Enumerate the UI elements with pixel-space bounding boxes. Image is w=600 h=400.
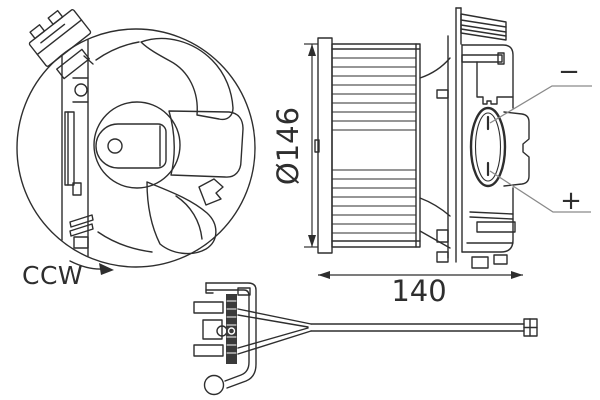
blower-wheel — [314, 37, 421, 254]
wheel-drum — [331, 43, 421, 248]
dimension-width — [318, 271, 523, 279]
positive-terminal-label: + — [560, 186, 582, 216]
electrical-connector — [28, 9, 94, 80]
impeller-hub — [93, 101, 181, 189]
wire-end-cap — [523, 318, 538, 337]
negative-terminal-label: − — [558, 57, 580, 87]
ccw-label: CCW — [22, 261, 83, 290]
diameter-label: Ø146 — [271, 107, 305, 185]
negative-leader-line — [489, 85, 592, 124]
impeller-blades — [95, 37, 244, 255]
bottom-view — [193, 282, 538, 396]
side-view — [314, 7, 530, 269]
blade-bottom — [146, 181, 217, 255]
spring-clip — [69, 214, 94, 249]
bracket-hole — [74, 83, 88, 97]
pigtail-wires — [237, 308, 538, 355]
arrowhead-left-icon — [318, 271, 330, 279]
blower-wheel-ribs — [331, 57, 417, 234]
terminal-leaders — [489, 85, 592, 213]
blade-right — [168, 110, 244, 178]
terminal-connector — [469, 106, 507, 188]
arrowhead-up-icon — [308, 44, 316, 56]
hatched-plate — [226, 294, 237, 364]
ccw-rotation-arrow-icon — [69, 260, 114, 275]
mounting-bracket — [193, 282, 257, 396]
bracket-hook — [203, 374, 225, 396]
width-label: 140 — [391, 274, 446, 308]
arrowhead-right-icon — [511, 271, 523, 279]
motor-shaft — [107, 138, 123, 154]
front-view — [16, 9, 256, 275]
motor-bracket-strip — [61, 39, 94, 257]
positive-leader-line — [489, 170, 591, 213]
blade-top — [140, 37, 234, 121]
top-fin-bracket — [460, 13, 507, 41]
dimension-diameter — [304, 43, 318, 248]
motor-housing — [419, 7, 530, 269]
arrowhead-down-icon — [308, 235, 316, 247]
blade-clip — [198, 178, 224, 206]
fan-housing-rim — [16, 28, 256, 268]
wheel-end-cap — [317, 37, 333, 254]
